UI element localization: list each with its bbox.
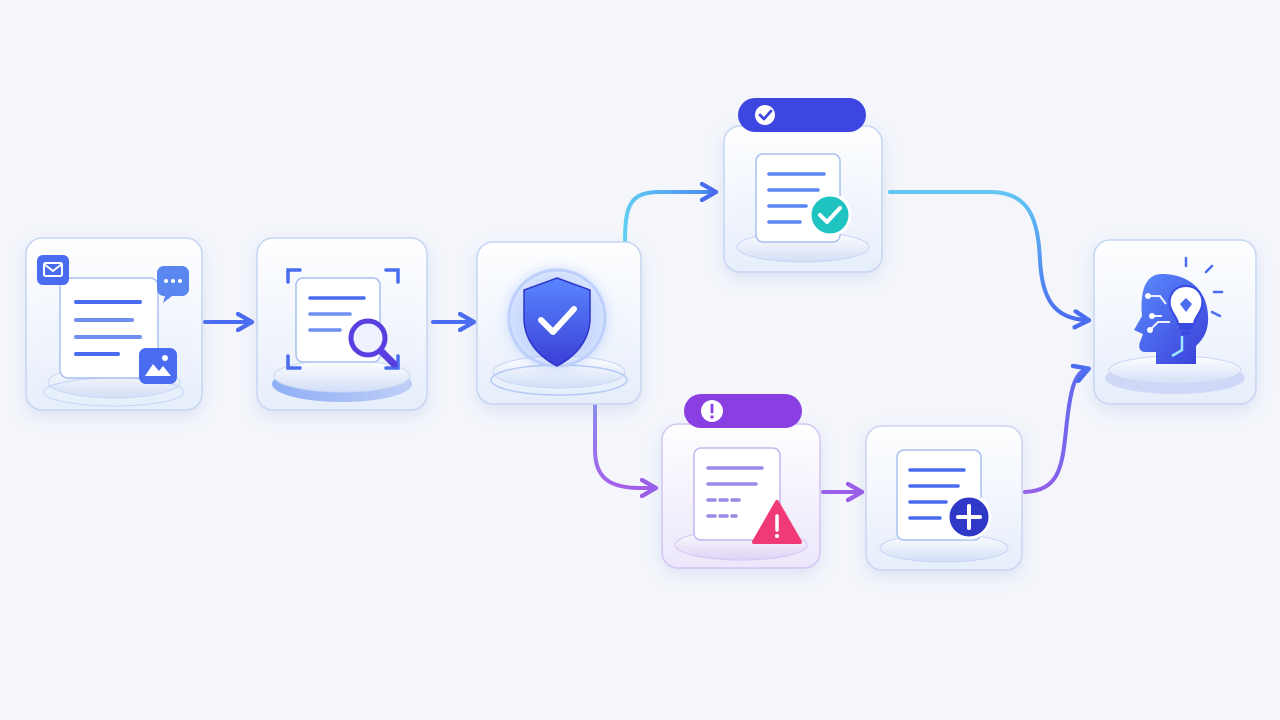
check-badge-icon: [738, 98, 866, 132]
edge-verify-to-approved: [623, 192, 712, 244]
envelope-icon: [37, 255, 69, 285]
lightbulb-icon: [1168, 256, 1224, 335]
edge-verify-to-flagged: [593, 403, 652, 488]
node-supplement: [865, 425, 1023, 571]
chat-bubble-icon: [157, 266, 189, 303]
node-intake: [25, 237, 203, 411]
node-approved: [723, 98, 883, 273]
edge-approved-to-insight: [888, 190, 1085, 320]
check-circle-icon: [808, 193, 852, 237]
shield-check-icon: [523, 277, 591, 367]
document-icon: [59, 277, 159, 379]
node-flagged: [661, 394, 821, 569]
image-icon: [139, 348, 177, 384]
edge-supplement-to-insight: [1023, 370, 1085, 494]
scan-frame-icon: [286, 268, 400, 370]
exclamation-badge-icon: [684, 394, 802, 428]
warning-triangle-icon: [752, 500, 802, 544]
node-scan: [256, 237, 428, 411]
node-insight: [1093, 239, 1257, 405]
magnifier-icon: [348, 318, 398, 368]
edges: [203, 190, 1085, 494]
plus-circle-icon: [946, 494, 992, 540]
document-icon: [693, 447, 781, 541]
node-verify: [476, 241, 642, 405]
